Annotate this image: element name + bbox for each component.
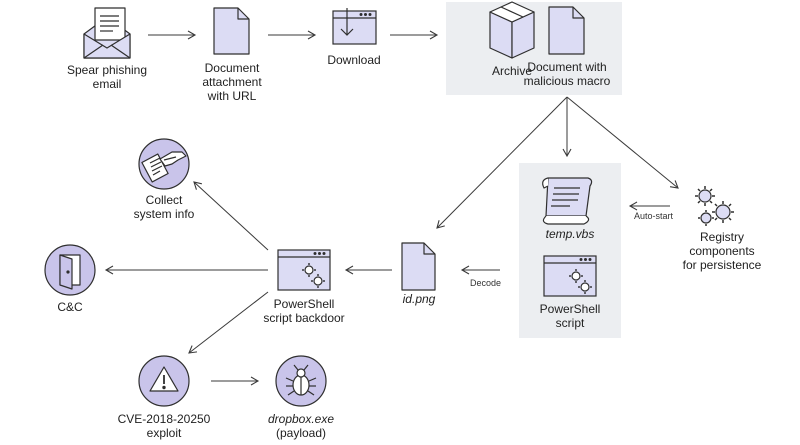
document-icon: [548, 6, 585, 55]
arrow-backdoor-to-cve: [188, 291, 269, 354]
arrow-macro-to-idpng: [436, 96, 568, 229]
gear-window-icon: [543, 255, 597, 297]
id-png-label: id.png: [402, 292, 436, 306]
download-window-icon: [332, 8, 377, 45]
warning-icon: [138, 355, 190, 407]
decode-label: Decode: [470, 278, 502, 288]
document-icon: [213, 7, 250, 55]
box-icon: [489, 1, 535, 59]
bug-icon: [275, 355, 327, 407]
document-icon: [401, 242, 436, 291]
envelope-icon: [83, 7, 131, 59]
arrow-backdoor-to-collect: [193, 181, 269, 251]
auto-start-label: Auto-start: [634, 211, 674, 221]
dropbox-label: dropbox.exe(payload): [267, 412, 335, 440]
gear-window-icon: [277, 249, 331, 291]
gears-icon: [695, 186, 734, 226]
download-label: Download: [327, 53, 381, 67]
temp-vbs-label: temp.vbs: [545, 227, 595, 241]
arrow-macro-to-registry: [566, 96, 679, 189]
door-icon: [44, 244, 96, 296]
cnc-label: C&C: [57, 300, 83, 314]
scroll-icon: [542, 177, 593, 225]
archive-label: Archive: [491, 64, 532, 78]
hand-card-icon: [138, 138, 190, 190]
